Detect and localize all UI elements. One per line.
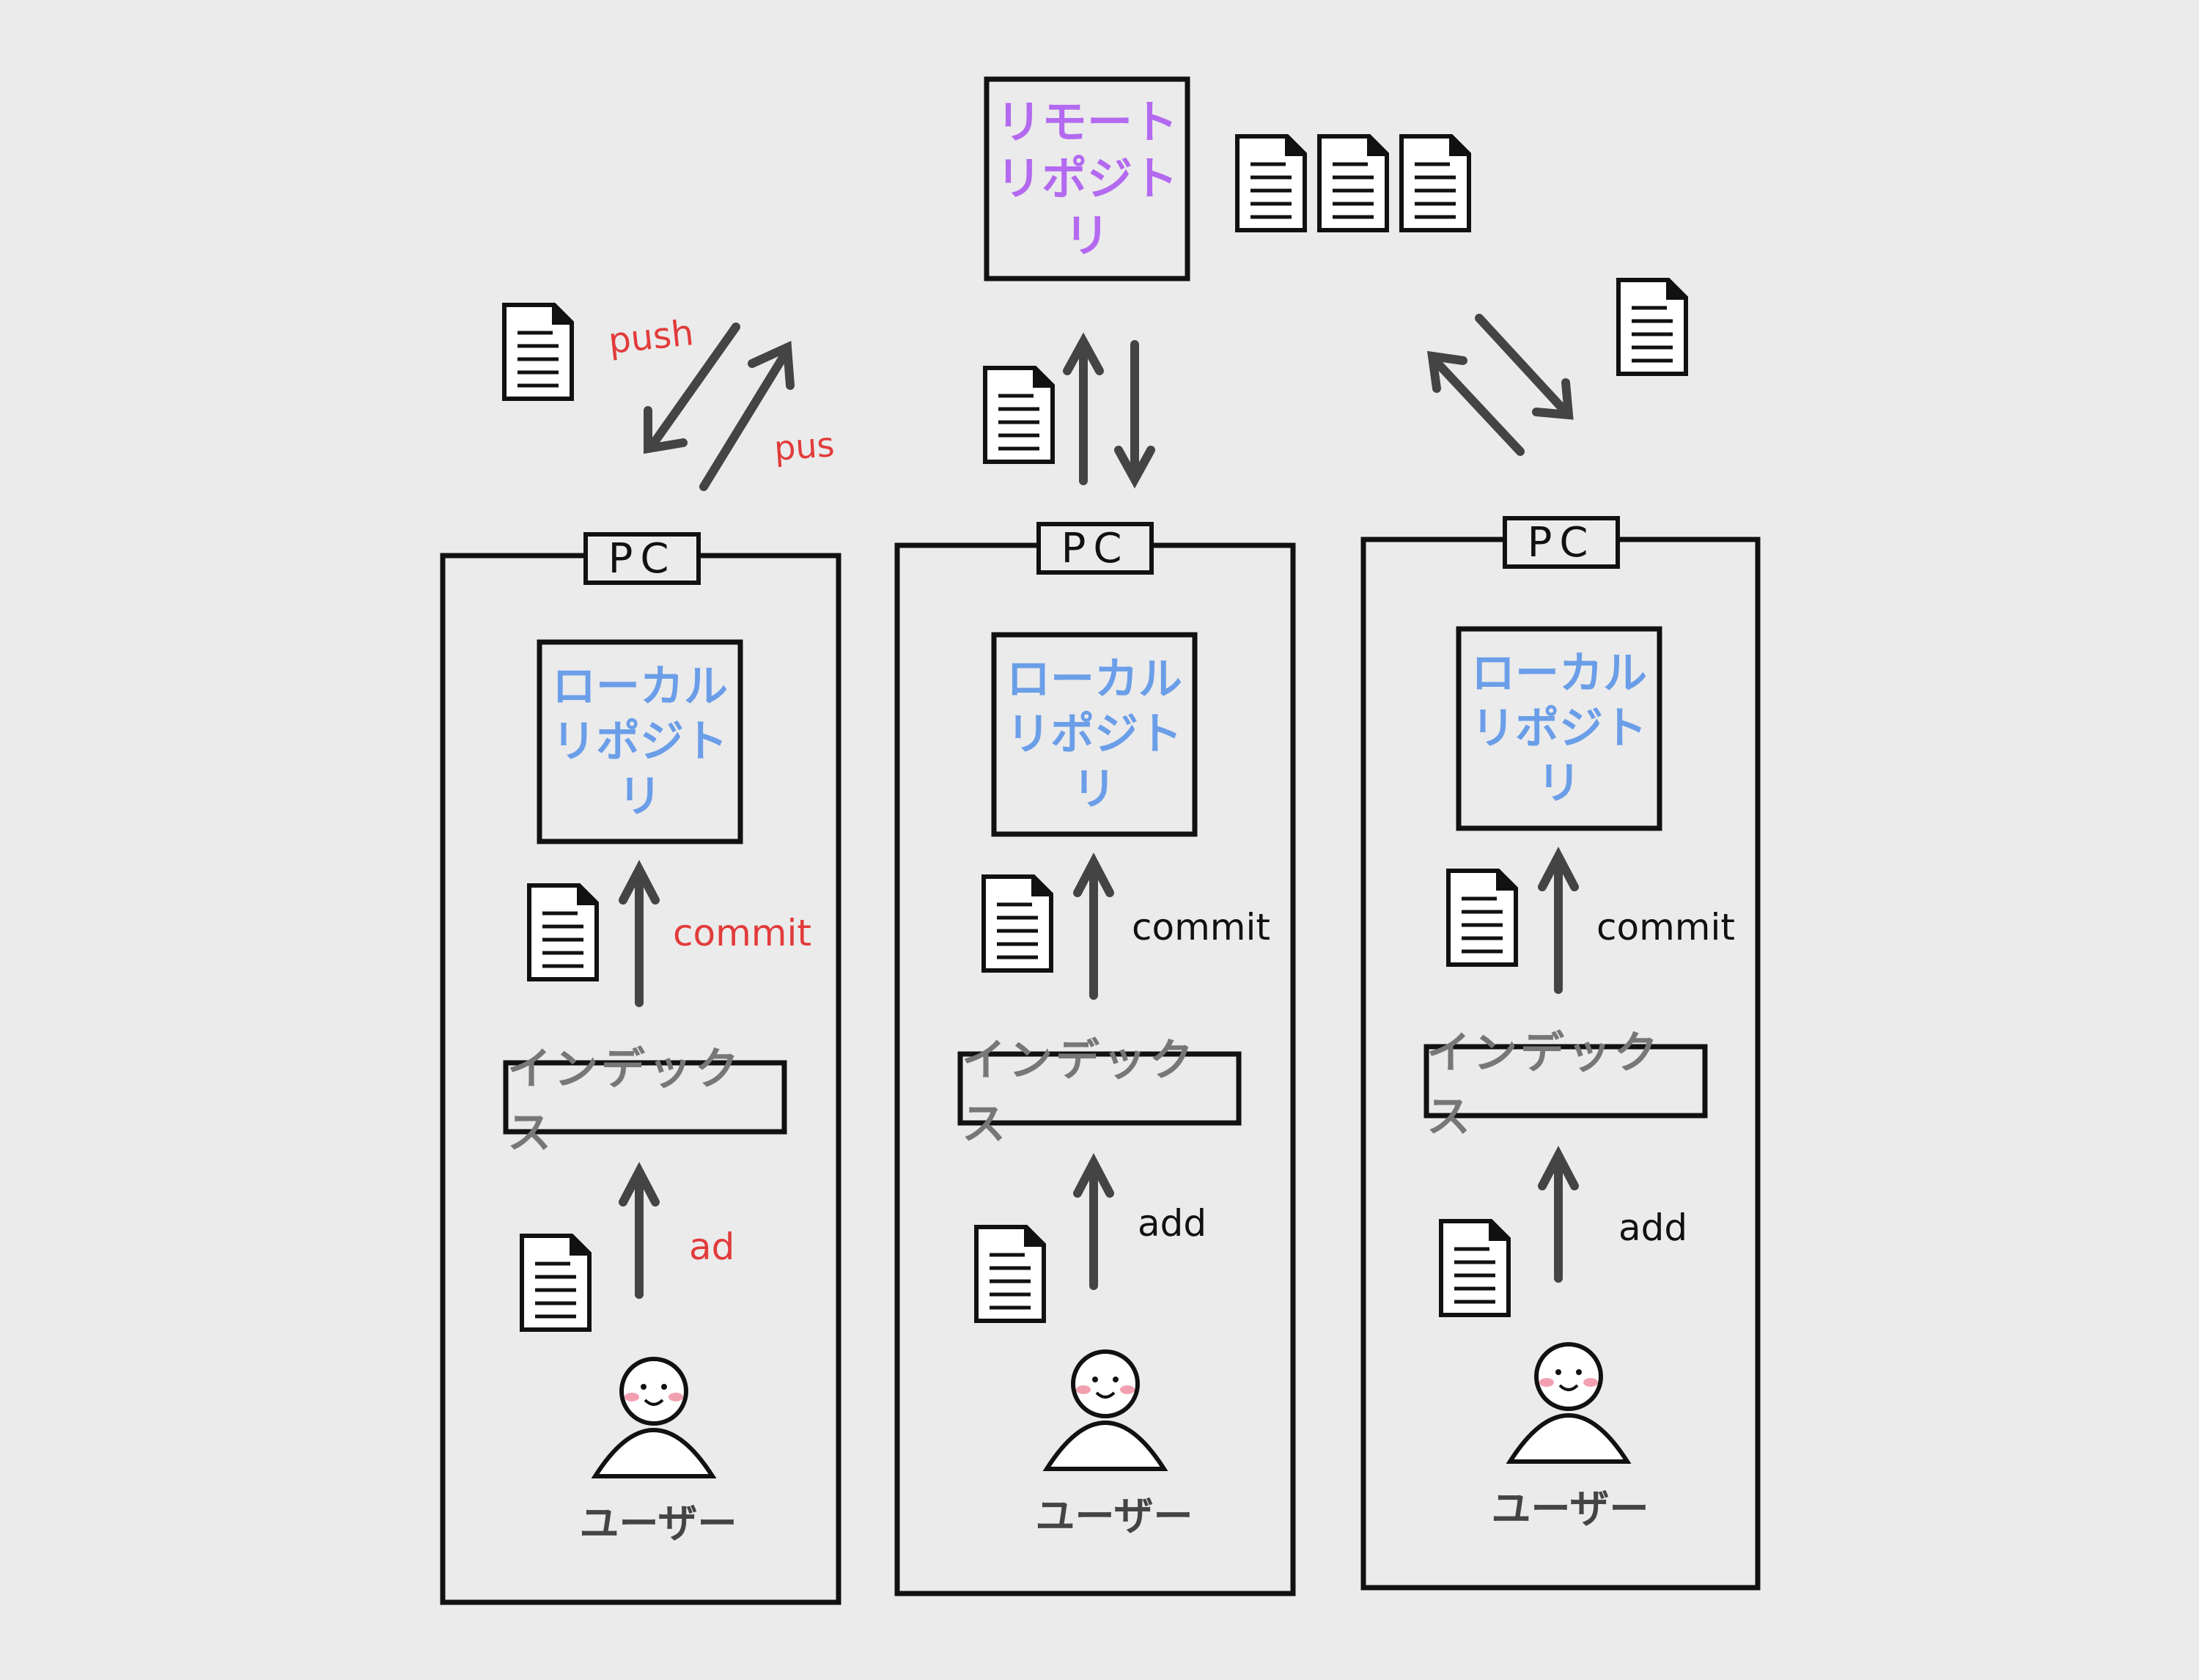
add-arrow-head <box>1073 1153 1114 1198</box>
document-icon <box>529 885 597 979</box>
document-icon <box>1319 136 1387 230</box>
index-box <box>503 1060 787 1135</box>
user-body-icon <box>1042 1421 1168 1471</box>
pull-arrow-right <box>1475 314 1574 420</box>
index-label: インデックス <box>962 1035 1196 1150</box>
eye-icon <box>1576 1369 1582 1375</box>
push-arrow-center <box>1063 332 1104 485</box>
document-icon <box>1441 1221 1509 1315</box>
document-icon <box>976 1227 1044 1321</box>
document-icon <box>504 305 572 399</box>
eye-icon <box>1092 1377 1098 1382</box>
user-label: ユーザー <box>579 1500 737 1547</box>
remote-repository-label: リモート リポジトリ <box>987 79 1187 279</box>
add-arrow-head <box>619 1162 660 1206</box>
commit-arrow-head <box>619 860 660 905</box>
remote-label-line1: リモート <box>995 95 1178 149</box>
user-head-icon <box>1534 1342 1603 1411</box>
eye-icon <box>1555 1369 1561 1375</box>
document-icon <box>1401 136 1469 230</box>
add-label: ad <box>689 1226 735 1268</box>
document-icon <box>985 368 1053 462</box>
local-repository-label: ローカル リポジトリ <box>994 635 1195 834</box>
smile-icon <box>1095 1391 1116 1399</box>
pull-arrow <box>699 340 795 491</box>
cheek-icon <box>1583 1378 1598 1387</box>
add-label: add <box>1618 1206 1688 1249</box>
push-arrow-right <box>1426 350 1525 456</box>
index-box <box>957 1051 1242 1126</box>
add-label: add <box>1138 1202 1207 1245</box>
eye-icon <box>661 1384 667 1390</box>
user-body-icon <box>1506 1413 1632 1464</box>
remote-label-line2: リポジトリ <box>995 152 1178 262</box>
local-label-line1: ローカル <box>552 660 728 712</box>
pc-tab: PC <box>1503 516 1620 569</box>
local-label-line2: リポジトリ <box>1006 708 1182 815</box>
local-repository-label: ローカル リポジトリ <box>1459 629 1660 828</box>
pull-arrow-center <box>1114 340 1155 489</box>
cheek-icon <box>1120 1385 1135 1394</box>
user-label: ユーザー <box>1035 1493 1193 1539</box>
document-icon <box>522 1236 589 1330</box>
commit-label: commit <box>1132 906 1270 948</box>
commit-arrow-head <box>1073 852 1114 897</box>
commit-arrow-head <box>1538 847 1579 891</box>
index-label: インデックス <box>1426 1028 1661 1143</box>
cheek-icon <box>1076 1385 1091 1394</box>
user-head-icon <box>619 1357 688 1426</box>
commit-label: commit <box>1596 906 1735 948</box>
user-head-icon <box>1071 1349 1140 1418</box>
local-repository-box <box>991 632 1198 837</box>
push-arrow <box>644 323 740 454</box>
smile-icon <box>644 1399 664 1406</box>
local-label-line2: リポジトリ <box>552 715 728 822</box>
document-icon <box>1448 871 1516 965</box>
commit-label: commit <box>673 912 811 954</box>
pc-tab: PC <box>583 532 701 585</box>
index-label: インデックス <box>507 1044 742 1159</box>
local-repository-label: ローカル リポジトリ <box>539 642 740 841</box>
user-body-icon <box>591 1428 717 1478</box>
eye-icon <box>1113 1377 1119 1382</box>
local-label-line1: ローカル <box>1006 653 1182 705</box>
document-icon <box>1618 280 1686 374</box>
local-repository-box <box>1456 626 1662 831</box>
remote-repository-box <box>984 76 1190 281</box>
index-box <box>1423 1044 1708 1119</box>
pc-tab: PC <box>1036 522 1154 575</box>
eye-icon <box>641 1384 647 1390</box>
local-label-line1: ローカル <box>1471 647 1647 699</box>
cheek-icon <box>1539 1378 1554 1387</box>
user-label: ユーザー <box>1491 1486 1649 1532</box>
cheek-icon <box>625 1393 639 1401</box>
document-icon <box>1237 136 1305 230</box>
local-label-line2: リポジトリ <box>1471 702 1647 809</box>
document-icon <box>984 877 1051 970</box>
add-arrow-head <box>1538 1146 1579 1190</box>
local-repository-box <box>537 639 743 844</box>
smile-icon <box>1558 1384 1579 1391</box>
cheek-icon <box>668 1393 683 1401</box>
pus-label: pus <box>773 424 836 468</box>
